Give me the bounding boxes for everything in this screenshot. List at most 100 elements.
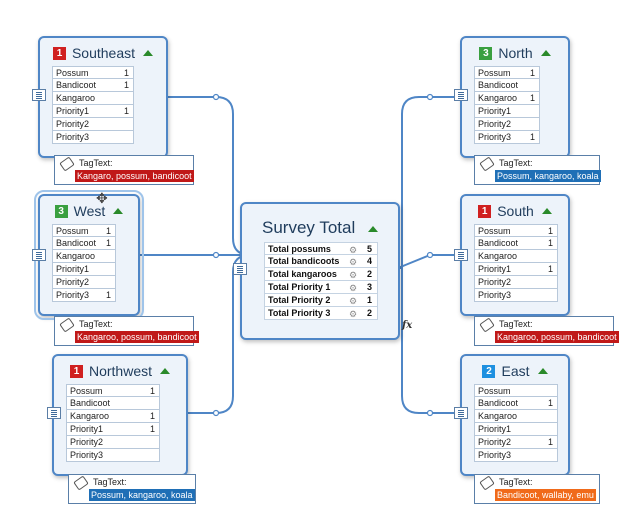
tag-text: Kangaroo, possum, bandicoot <box>495 331 619 343</box>
tag-icon <box>479 317 495 333</box>
formula-icon[interactable]: fx <box>402 320 413 331</box>
gear-icon: ⚙ <box>349 296 358 306</box>
topic-title-text: West <box>73 203 106 219</box>
tag-text: Kangaroo, possum, bandicoot <box>75 331 199 343</box>
collapse-triangle-icon[interactable] <box>143 50 154 56</box>
topic-title-text: Southeast <box>71 45 136 61</box>
gear-icon: ⚙ <box>349 309 358 319</box>
gear-icon: ⚙ <box>349 257 358 267</box>
total-row: Total Priority 1⚙3 <box>264 281 378 294</box>
property-row: Priority2 <box>474 118 540 131</box>
notes-icon[interactable] <box>454 89 468 101</box>
central-title-text: Survey Total <box>262 218 356 237</box>
tag-label: TagText: <box>499 158 533 168</box>
tag-text: Possum, kangaroo, koala <box>89 489 195 501</box>
tag-callout-north: TagText: Possum, kangaroo, koala <box>474 155 601 185</box>
priority-badge: 3 <box>54 204 68 218</box>
tag-text: Kangaro, possum, bandicoot <box>75 170 194 182</box>
property-row: Bandicoot <box>474 79 540 92</box>
tag-icon <box>59 156 75 172</box>
topic-title[interactable]: 2 East <box>462 361 568 381</box>
property-row: Kangaroo <box>52 92 134 105</box>
collapse-triangle-icon[interactable] <box>367 225 378 232</box>
topic-title[interactable]: 1 Southeast <box>40 43 166 63</box>
tag-label: TagText: <box>79 158 113 168</box>
central-topic-title[interactable]: Survey Total <box>242 218 398 238</box>
topic-title-text: North <box>498 45 533 61</box>
topic-title[interactable]: 3 West <box>40 201 138 221</box>
gear-icon: ⚙ <box>349 270 358 280</box>
tag-callout-west: TagText: Kangaroo, possum, bandicoot <box>54 316 199 346</box>
total-row: Total Priority 3⚙2 <box>264 307 378 320</box>
tag-label: TagText: <box>499 477 533 487</box>
property-row: Priority1 <box>52 263 116 276</box>
property-row: Kangaroo <box>474 410 558 423</box>
tag-label: TagText: <box>499 319 533 329</box>
collapse-triangle-icon[interactable] <box>113 208 124 214</box>
tag-text: Bandicoot, wallaby, emu <box>495 489 596 501</box>
topic-title[interactable]: 1 Northwest <box>54 361 186 381</box>
collapse-triangle-icon[interactable] <box>540 50 551 56</box>
total-row: Total bandicoots⚙4 <box>264 255 378 268</box>
tag-icon <box>59 317 75 333</box>
notes-icon[interactable] <box>233 263 247 275</box>
property-row: Kangaroo <box>52 250 116 263</box>
central-topic-survey-total[interactable]: Survey Total Total possums⚙5 Total bandi… <box>240 202 400 340</box>
property-row: Priority3 <box>52 131 134 144</box>
notes-icon[interactable] <box>454 249 468 261</box>
topic-title[interactable]: 1 South <box>462 201 568 221</box>
total-row: Total kangaroos⚙2 <box>264 268 378 281</box>
collapse-triangle-icon[interactable] <box>537 368 548 374</box>
notes-icon[interactable] <box>454 407 468 419</box>
notes-icon[interactable] <box>47 407 61 419</box>
topic-title-text: Northwest <box>88 363 153 379</box>
topic-title-text: East <box>501 363 530 379</box>
gear-icon: ⚙ <box>349 245 358 255</box>
tag-callout-south: TagText: Kangaroo, possum, bandicoot <box>474 316 619 346</box>
notes-icon[interactable] <box>32 249 46 261</box>
priority-badge: 1 <box>69 364 83 378</box>
property-row: Priority1 <box>474 423 558 436</box>
collapse-triangle-icon[interactable] <box>541 208 552 214</box>
connector-east <box>398 267 460 414</box>
priority-badge: 3 <box>479 46 493 60</box>
property-row: Priority1 <box>474 105 540 118</box>
property-row: Priority2 <box>52 276 116 289</box>
gear-icon: ⚙ <box>349 283 358 293</box>
property-row: Priority3 <box>474 289 558 302</box>
collapse-triangle-icon[interactable] <box>160 368 171 374</box>
total-row: Total possums⚙5 <box>264 242 378 255</box>
topic-title-text: South <box>497 203 534 219</box>
tag-label: TagText: <box>79 319 113 329</box>
property-row: Priority3 <box>66 449 160 462</box>
property-row: Priority2 <box>474 276 558 289</box>
property-row: Possum <box>474 384 558 397</box>
move-cursor-icon: ✥ <box>96 190 108 206</box>
tag-text: Possum, kangaroo, koala <box>495 170 601 182</box>
notes-icon[interactable] <box>32 89 46 101</box>
tag-callout-east: TagText: Bandicoot, wallaby, emu <box>474 474 600 504</box>
topic-title[interactable]: 3 North <box>462 43 568 63</box>
connector-north <box>398 96 460 269</box>
priority-badge: 1 <box>478 204 492 218</box>
